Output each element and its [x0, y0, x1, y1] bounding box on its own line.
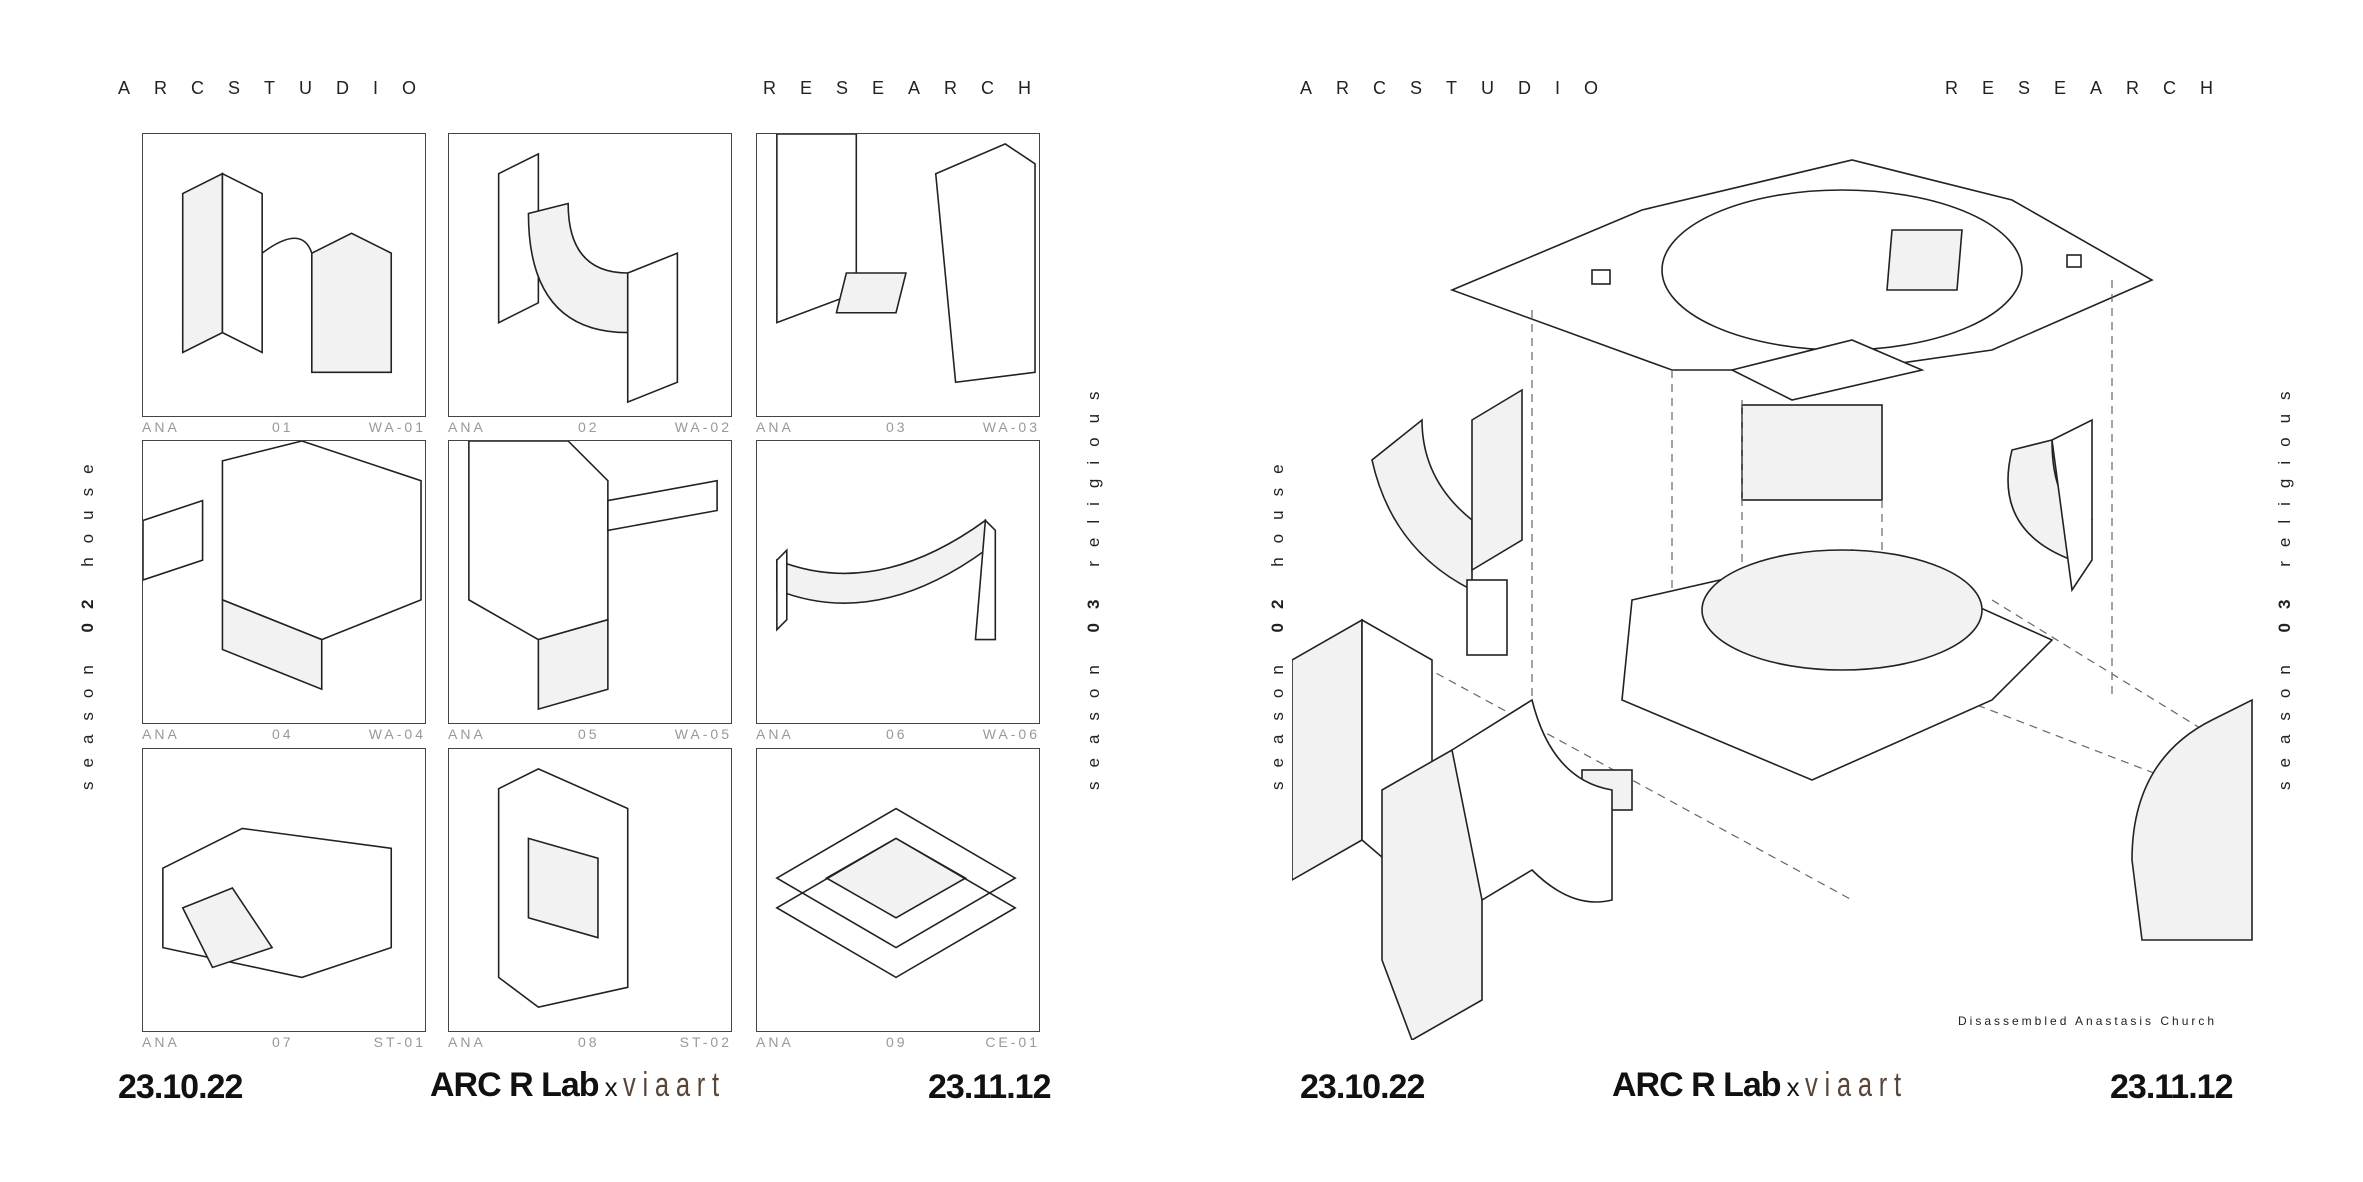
- tile-number: 07: [272, 1034, 294, 1050]
- tile-number: 01: [272, 419, 294, 435]
- tile-code: WA-04: [368, 726, 426, 742]
- tile-prefix: ANA: [756, 419, 794, 435]
- tile-code: WA-01: [368, 419, 426, 435]
- axonometric-drawing: [497, 767, 629, 1009]
- drawing-tile-04: [142, 440, 426, 724]
- drawing-tile-09: [756, 748, 1040, 1032]
- tile-caption: ANA 03 WA-03: [756, 419, 1046, 437]
- side-topic: house: [78, 450, 97, 567]
- date-end: 23.11.12: [2110, 1068, 2233, 1106]
- side-topic: religious: [2275, 377, 2294, 567]
- axonometric-drawing: [143, 441, 422, 691]
- left-page: ARCSTUDIO RESEARCH season 02 house seaso…: [0, 0, 1181, 1182]
- brand-separator: x: [604, 1072, 618, 1102]
- mid-plate: [1729, 339, 1925, 401]
- tile-number: 08: [578, 1034, 600, 1050]
- tile-caption: ANA 02 WA-02: [448, 419, 738, 437]
- side-label-right: season 03 religious: [2275, 377, 2295, 790]
- tile-prefix: ANA: [756, 1034, 794, 1050]
- tile-prefix: ANA: [448, 419, 486, 435]
- tile-caption: ANA 09 CE-01: [756, 1034, 1046, 1052]
- curved-wall-left: [1371, 418, 1473, 592]
- tile-number: 03: [886, 419, 908, 435]
- side-season: season: [1084, 651, 1103, 790]
- tile-code: WA-03: [982, 419, 1040, 435]
- side-number: 02: [1268, 585, 1287, 633]
- tile-prefix: ANA: [448, 1034, 486, 1050]
- tile-prefix: ANA: [142, 419, 180, 435]
- date-start: 23.10.22: [1300, 1068, 1425, 1106]
- drawing-tile-02: [448, 133, 732, 417]
- tile-code: ST-02: [679, 1034, 732, 1050]
- drawing-tile-01: [142, 133, 426, 417]
- header-right: RESEARCH: [1945, 78, 2238, 98]
- tile-caption: ANA 01 WA-01: [142, 419, 432, 437]
- side-number: 03: [1084, 585, 1103, 633]
- tile-prefix: ANA: [756, 726, 794, 742]
- brand-name: ARC R Lab: [430, 1066, 600, 1104]
- tile-caption: ANA 04 WA-04: [142, 726, 432, 744]
- brand-name: ARC R Lab: [1612, 1066, 1782, 1104]
- drawing-tile-06: [756, 440, 1040, 724]
- side-label-right: season 03 religious: [1084, 377, 1104, 790]
- side-season: season: [2275, 651, 2294, 790]
- date-start: 23.10.22: [118, 1068, 243, 1106]
- side-label-left: season 02 house: [1268, 450, 1288, 790]
- axonometric-drawing: [468, 441, 718, 711]
- tile-prefix: ANA: [142, 1034, 180, 1050]
- axonometric-drawing: [181, 172, 393, 374]
- block-right: [2131, 698, 2253, 941]
- tile-caption: ANA 07 ST-01: [142, 1034, 432, 1052]
- axonometric-drawing: [162, 827, 393, 979]
- tile-code: CE-01: [985, 1034, 1040, 1050]
- partner-logo: viaart: [1804, 1066, 1908, 1104]
- tile-code: WA-05: [674, 726, 732, 742]
- side-topic: religious: [1084, 377, 1103, 567]
- tile-number: 09: [886, 1034, 908, 1050]
- tile-prefix: ANA: [448, 726, 486, 742]
- tile-caption: ANA 06 WA-06: [756, 726, 1046, 744]
- drawing-tile-07: [142, 748, 426, 1032]
- side-label-left: season 02 house: [78, 450, 98, 790]
- tile-code: ST-01: [373, 1034, 426, 1050]
- tile-number: 06: [886, 726, 908, 742]
- side-number: 02: [78, 585, 97, 633]
- tile-number: 02: [578, 419, 600, 435]
- drawing-tile-03: [756, 133, 1040, 417]
- drawing-tile-05: [448, 440, 732, 724]
- tile-number: 05: [578, 726, 600, 742]
- axonometric-drawing: [775, 807, 1017, 979]
- axonometric-drawing: [776, 134, 1036, 384]
- axonometric-drawing: [776, 518, 997, 641]
- tile-prefix: ANA: [142, 726, 180, 742]
- block-left: [1292, 618, 1363, 881]
- tile-code: WA-02: [674, 419, 732, 435]
- date-end: 23.11.12: [928, 1068, 1051, 1106]
- tile-caption: ANA 05 WA-05: [448, 726, 738, 744]
- right-page: ARCSTUDIO RESEARCH season 02 house seaso…: [1182, 0, 2363, 1182]
- side-topic: house: [1268, 450, 1287, 567]
- side-season: season: [1268, 651, 1287, 790]
- axonometric-drawing: [497, 152, 679, 404]
- partner-logo: viaart: [622, 1066, 726, 1104]
- header-left: ARCSTUDIO: [118, 78, 441, 98]
- tile-code: WA-06: [982, 726, 1040, 742]
- header-left: ARCSTUDIO: [1300, 78, 1623, 98]
- side-number: 03: [2275, 585, 2294, 633]
- header-right: RESEARCH: [763, 78, 1056, 98]
- exploded-axonometric-drawing: [1292, 159, 2253, 1040]
- drawing-caption: Disassembled Anastasis Church: [1958, 1014, 2218, 1028]
- tile-caption: ANA 08 ST-02: [448, 1034, 738, 1052]
- drawing-tile-08: [448, 748, 732, 1032]
- side-season: season: [78, 651, 97, 790]
- brand-separator: x: [1786, 1072, 1800, 1102]
- tile-number: 04: [272, 726, 294, 742]
